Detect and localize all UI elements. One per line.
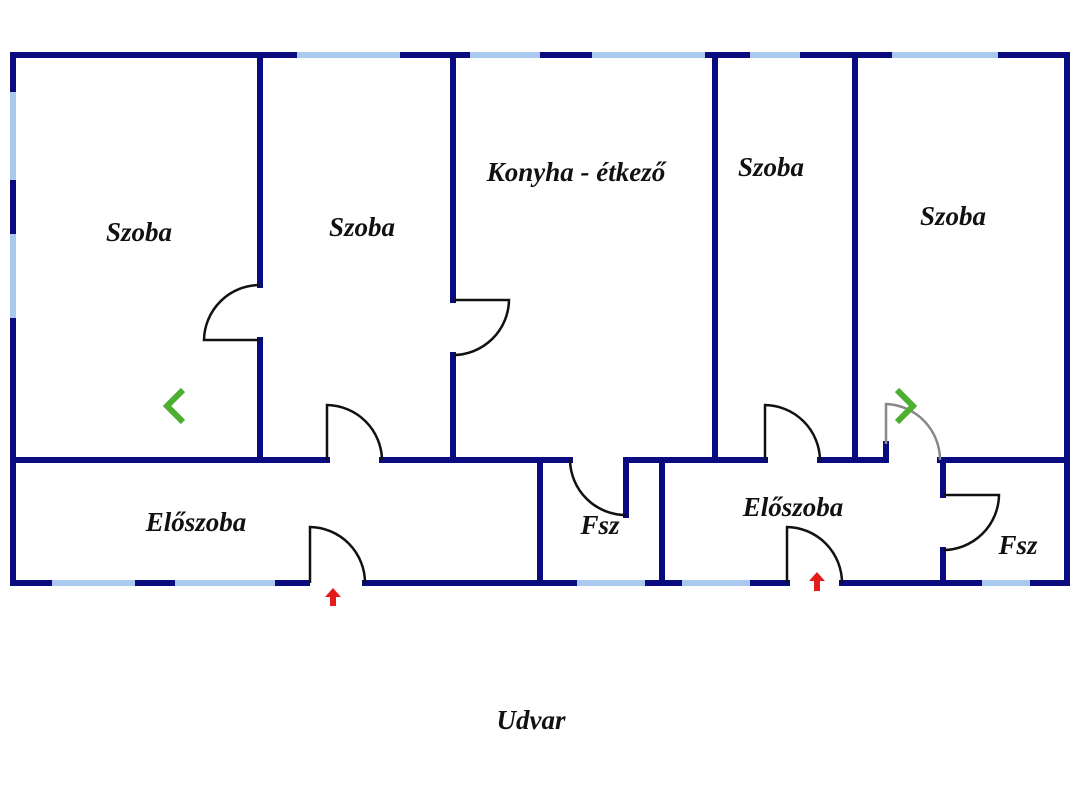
entrance-arrow-icon (325, 588, 341, 606)
room-label-hall-left: Előszoba (145, 507, 247, 537)
area-label-yard: Udvar (497, 705, 566, 735)
room-label-kitchen: Konyha - étkező (486, 157, 667, 187)
windows (10, 52, 1030, 586)
entrance-arrow-icon (809, 572, 825, 591)
chevron-right-icon[interactable] (882, 382, 928, 428)
room-label-toilet-left: Fsz (579, 510, 620, 540)
room-label-szoba-2: Szoba (329, 212, 395, 242)
room-label-szoba-1: Szoba (106, 217, 172, 247)
interior-walls (10, 52, 1070, 586)
room-label-szoba-4: Szoba (920, 201, 986, 231)
room-label-toilet-right: Fsz (997, 530, 1038, 560)
room-label-hall-right: Előszoba (742, 492, 844, 522)
chevron-left-icon[interactable] (150, 382, 196, 428)
doors (202, 283, 1001, 584)
room-label-szoba-3: Szoba (738, 152, 804, 182)
